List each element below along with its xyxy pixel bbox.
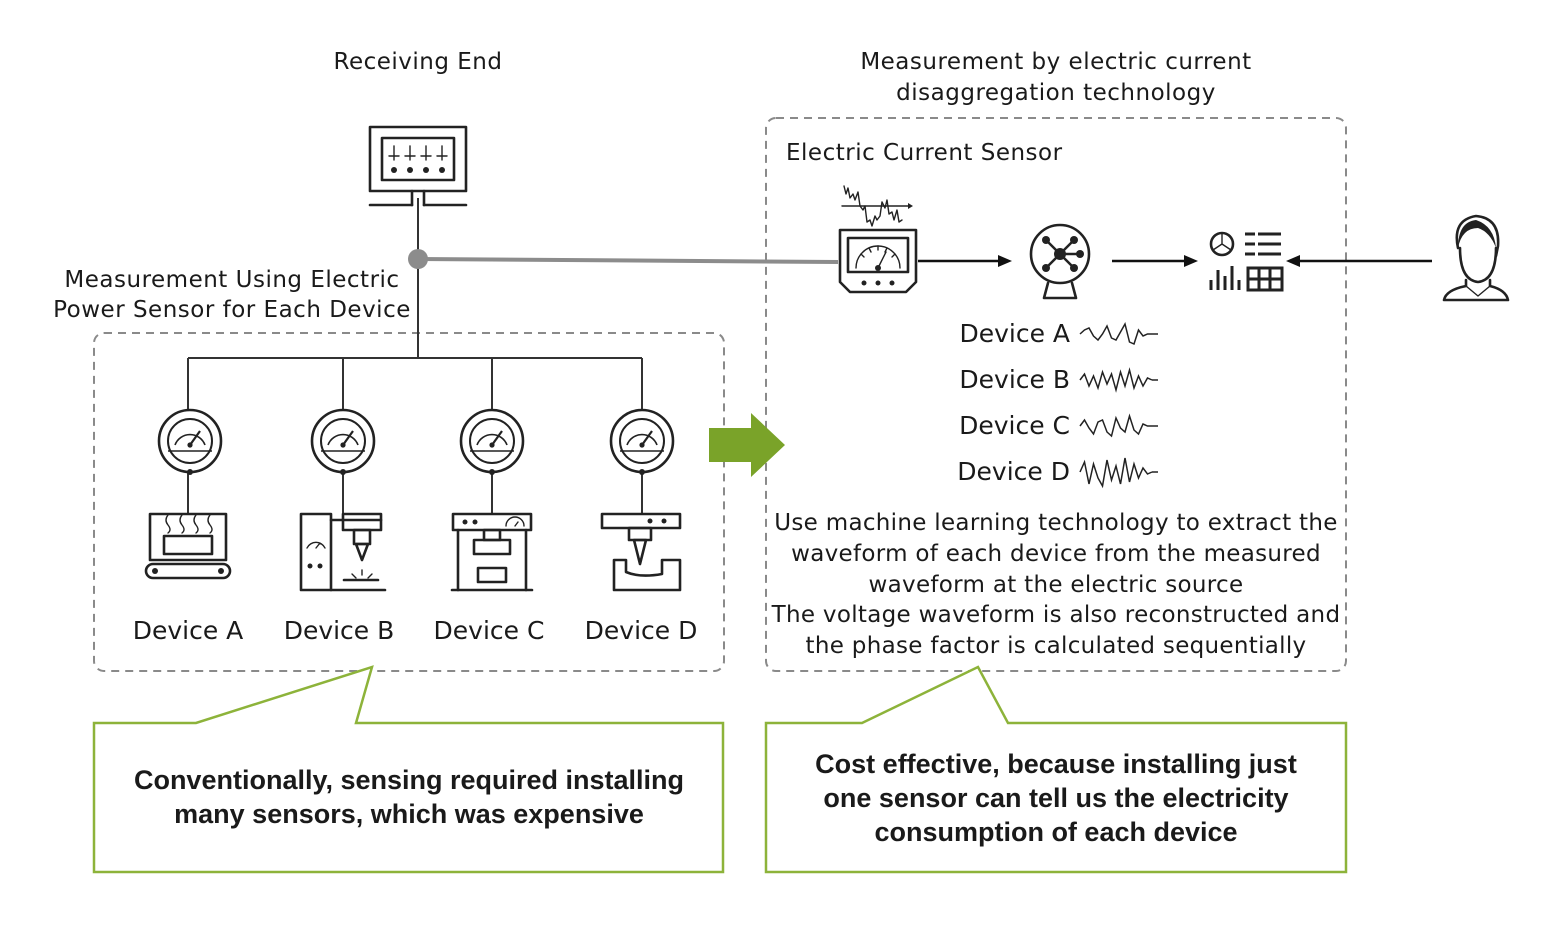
right-device-b-label: Device B [959,365,1070,394]
power-meter-icon [310,408,376,475]
press-machine-icon [450,512,534,592]
left-callout-line2: many sensors, which was expensive [174,799,644,829]
power-meter-icon [609,408,675,475]
flow-arrows [918,255,1432,267]
right-panel-title-line2: disaggregation technology [896,80,1216,106]
left-callout-box [92,665,725,874]
right-device-c-label: Device C [959,411,1070,440]
milling-machine-icon [600,512,682,592]
power-meter-icon [157,408,223,475]
drilling-machine-icon [299,512,387,592]
waveform-icon [1079,367,1153,393]
current-sensor-waveform-icon [841,185,913,227]
waveform-icon [1079,413,1152,438]
description-line4: The voltage waveform is also reconstruct… [771,602,1341,628]
sensor-feed-line [417,257,839,264]
current-sensor-meter-icon [838,228,918,294]
sensor-label: Electric Current Sensor [786,140,1063,166]
right-callout-line1: Cost effective, because installing just [815,749,1297,779]
left-panel-title-line2: Power Sensor for Each Device [53,297,411,323]
waveform-icon [1079,457,1153,489]
conveyor-oven-icon [144,512,232,580]
description-line3: waveform at the electric source [868,572,1244,598]
wiring-lines [187,198,643,514]
left-device-c-label: Device C [433,616,545,645]
power-meter-icon [459,408,525,475]
left-panel-title-line1: Measurement Using Electric [64,267,400,293]
analytics-dashboard-icon [1209,231,1284,292]
transition-arrow-icon [709,413,785,477]
left-device-b-label: Device B [283,616,395,645]
left-device-d-label: Device D [584,616,698,645]
description-line2: waveform of each device from the measure… [791,541,1321,567]
receiving-end-title: Receiving End [333,49,503,75]
right-callout-box [764,665,1348,874]
left-panel-border [93,332,725,672]
right-callout-line2: one sensor can tell us the electricity [823,783,1289,813]
description-line1: Use machine learning technology to extra… [774,510,1338,536]
ai-analysis-node-icon [1029,223,1091,300]
user-person-icon [1442,214,1510,302]
left-callout-line1: Conventionally, sensing required install… [133,765,685,795]
waveform-icon [1079,321,1152,346]
description-line5: the phase factor is calculated sequentia… [805,633,1307,659]
right-callout-line3: consumption of each device [874,817,1238,847]
left-device-a-label: Device A [132,616,244,645]
right-panel-border [765,117,1347,672]
right-panel-title-line1: Measurement by electric current [860,49,1252,75]
junction-node [408,249,428,269]
distribution-panel-icon [368,125,468,207]
right-device-a-label: Device A [959,319,1070,348]
right-device-d-label: Device D [957,457,1070,486]
